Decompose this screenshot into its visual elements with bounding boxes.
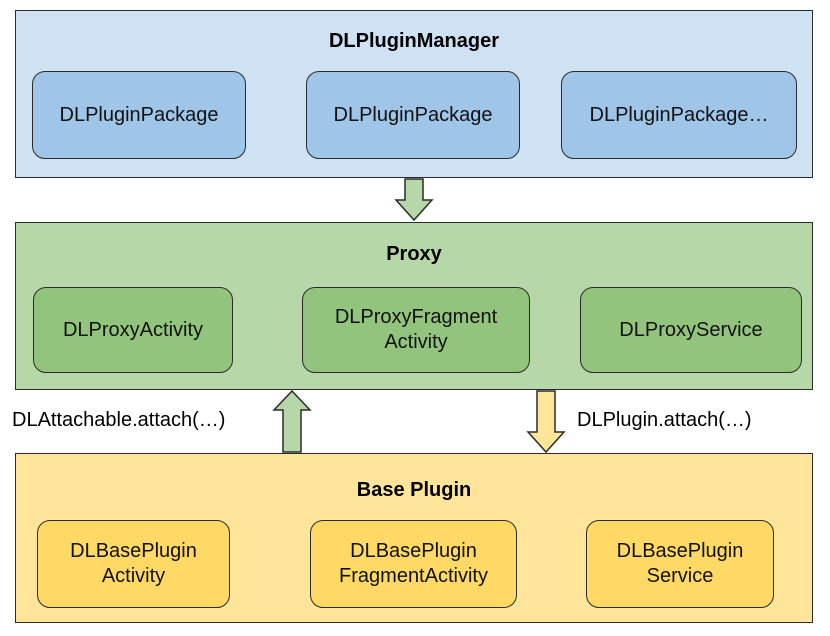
- proxy-activity-box: DLProxyActivity: [33, 287, 233, 373]
- base-plugin-fragment-activity-box: DLBasePlugin FragmentActivity: [310, 520, 517, 608]
- plugin-manager-title: DLPluginManager: [328, 30, 499, 52]
- plugin-attach-down-arrow: [526, 390, 566, 454]
- plugin-attach-label: DLPlugin.attach(…): [577, 409, 752, 431]
- proxy-service-label: DLProxyService: [619, 318, 763, 341]
- plugin-package-box-2: DLPluginPackage: [306, 71, 520, 159]
- base-plugin-activity-box: DLBasePlugin Activity: [37, 520, 230, 608]
- proxy-service-box: DLProxyService: [580, 287, 802, 373]
- plugin-manager-layer: DLPluginManager DLPluginPackage DLPlugin…: [15, 10, 813, 178]
- base-plugin-service-box: DLBasePlugin Service: [586, 520, 774, 608]
- plugin-package-label: DLPluginPackage: [333, 103, 493, 126]
- base-plugin-fragment-activity-label: DLBasePlugin FragmentActivity: [339, 540, 488, 587]
- proxy-title: Proxy: [386, 243, 442, 265]
- proxy-layer: Proxy DLProxyActivity DLProxyFragment Ac…: [15, 222, 813, 390]
- attachable-up-arrow: [272, 389, 312, 453]
- plugin-package-box-3: DLPluginPackage…: [561, 71, 797, 159]
- plugin-package-label: DLPluginPackage: [59, 103, 219, 126]
- attachable-attach-label: DLAttachable.attach(…): [12, 409, 226, 431]
- proxy-fragment-activity-label: DLProxyFragment Activity: [334, 306, 498, 353]
- proxy-fragment-activity-box: DLProxyFragment Activity: [302, 287, 530, 373]
- base-plugin-title: Base Plugin: [356, 479, 472, 501]
- base-plugin-activity-label: DLBasePlugin Activity: [70, 540, 197, 587]
- plugin-package-label: DLPluginPackage…: [589, 103, 769, 126]
- base-plugin-service-label: DLBasePlugin Service: [616, 540, 744, 587]
- plugin-package-box-1: DLPluginPackage: [32, 71, 246, 159]
- proxy-activity-label: DLProxyActivity: [62, 318, 204, 341]
- base-plugin-layer: Base Plugin DLBasePlugin Activity DLBase…: [15, 453, 813, 623]
- manager-to-proxy-arrow: [394, 178, 434, 222]
